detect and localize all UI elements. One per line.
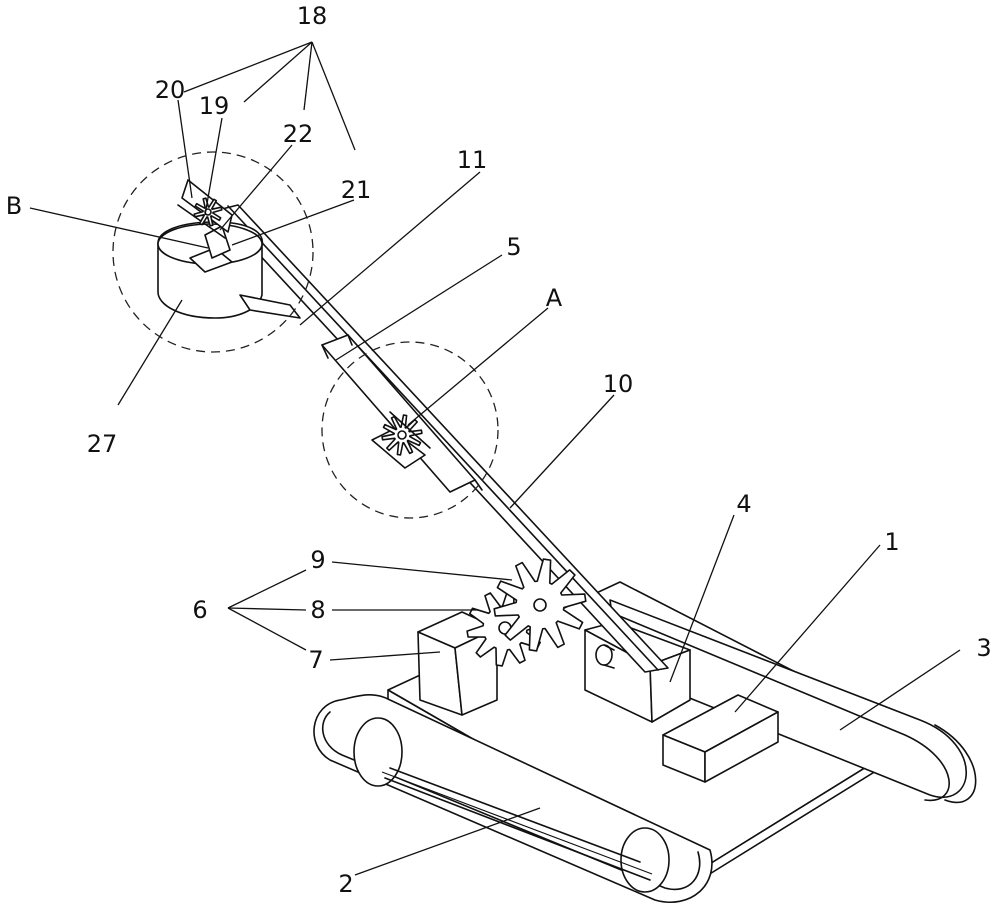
label-11: 11 — [457, 146, 488, 174]
drive-gears — [466, 558, 587, 667]
label-5: 5 — [506, 233, 521, 261]
rear-crawler-track — [604, 599, 977, 803]
label-4: 4 — [736, 490, 751, 518]
detail-a-gear — [381, 414, 423, 456]
large-gear — [493, 558, 587, 652]
controller-box — [662, 694, 779, 783]
label-21: 21 — [341, 176, 372, 204]
part-labels: 18 20 19 22 21 11 B 5 A 10 27 4 1 9 6 8 … — [6, 2, 992, 898]
detail-a-mechanism — [371, 411, 431, 469]
detail-circles — [112, 151, 499, 519]
label-22: 22 — [283, 120, 314, 148]
label-2: 2 — [338, 870, 353, 898]
label-9: 9 — [310, 546, 325, 574]
label-8: 8 — [310, 596, 325, 624]
leader-lines — [29, 41, 961, 876]
label-7: 7 — [308, 646, 323, 674]
label-b: B — [6, 192, 22, 220]
telescopic-arm — [217, 204, 669, 673]
label-6: 6 — [192, 596, 207, 624]
label-3: 3 — [976, 634, 991, 662]
label-10: 10 — [603, 370, 634, 398]
label-18: 18 — [297, 2, 328, 30]
front-crawler-track — [313, 694, 713, 903]
label-20: 20 — [155, 76, 186, 104]
label-1: 1 — [884, 528, 899, 556]
detail-circle-b — [112, 151, 314, 353]
label-19: 19 — [199, 92, 230, 120]
detail-circle-a — [321, 341, 499, 519]
label-27: 27 — [87, 430, 118, 458]
label-a: A — [546, 284, 563, 312]
